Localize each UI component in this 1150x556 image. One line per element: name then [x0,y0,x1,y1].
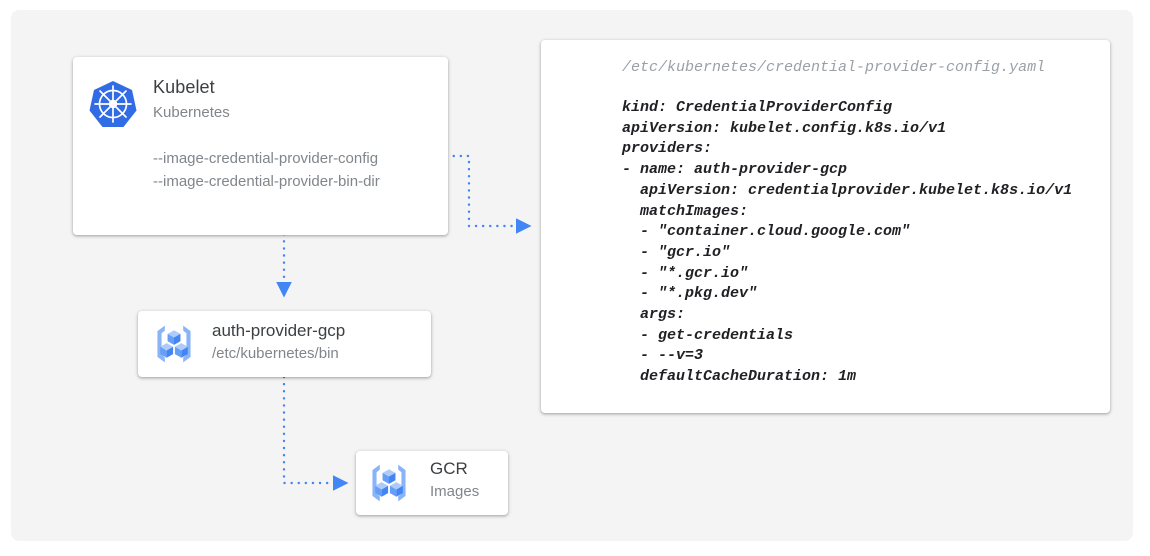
kubelet-flag-config: --image-credential-provider-config [153,150,379,167]
cube-top [382,469,396,484]
auth-provider-card-subtitle: /etc/kubernetes/bin [212,345,339,362]
gcr-card-subtitle: Images [430,483,480,500]
cube-bottom-left [375,482,389,497]
kubelet-flag-list: --image-credential-provider-config --ima… [153,147,380,193]
cube-bottom-right [389,482,403,497]
config-file-path: /etc/kubernetes/credential-provider-conf… [622,59,1046,76]
cube-bottom-left [160,343,174,358]
gcr-card[interactable]: GCR Images [356,451,508,515]
credential-provider-config-card[interactable]: /etc/kubernetes/credential-provider-conf… [541,40,1110,413]
cube-bottom-right [174,343,188,358]
config-yaml-content: kind: CredentialProviderConfig apiVersio… [622,99,1073,386]
kubelet-card[interactable]: Kubelet Kubernetes --image-credential-pr… [73,57,448,235]
gcr-card-title: GCR [430,459,468,478]
cube-top [167,330,181,345]
kubelet-flag-bin-dir: --image-credential-provider-bin-dir [153,173,380,190]
kubernetes-logo-icon [89,81,137,127]
gcp-container-registry-icon [372,464,406,502]
auth-provider-card-title: auth-provider-gcp [212,321,346,340]
auth-provider-gcp-card[interactable]: auth-provider-gcp /etc/kubernetes/bin [138,311,431,377]
kubelet-card-title: Kubelet [153,77,215,97]
gcp-container-registry-icon [157,325,191,363]
kubelet-card-subtitle: Kubernetes [153,104,230,121]
